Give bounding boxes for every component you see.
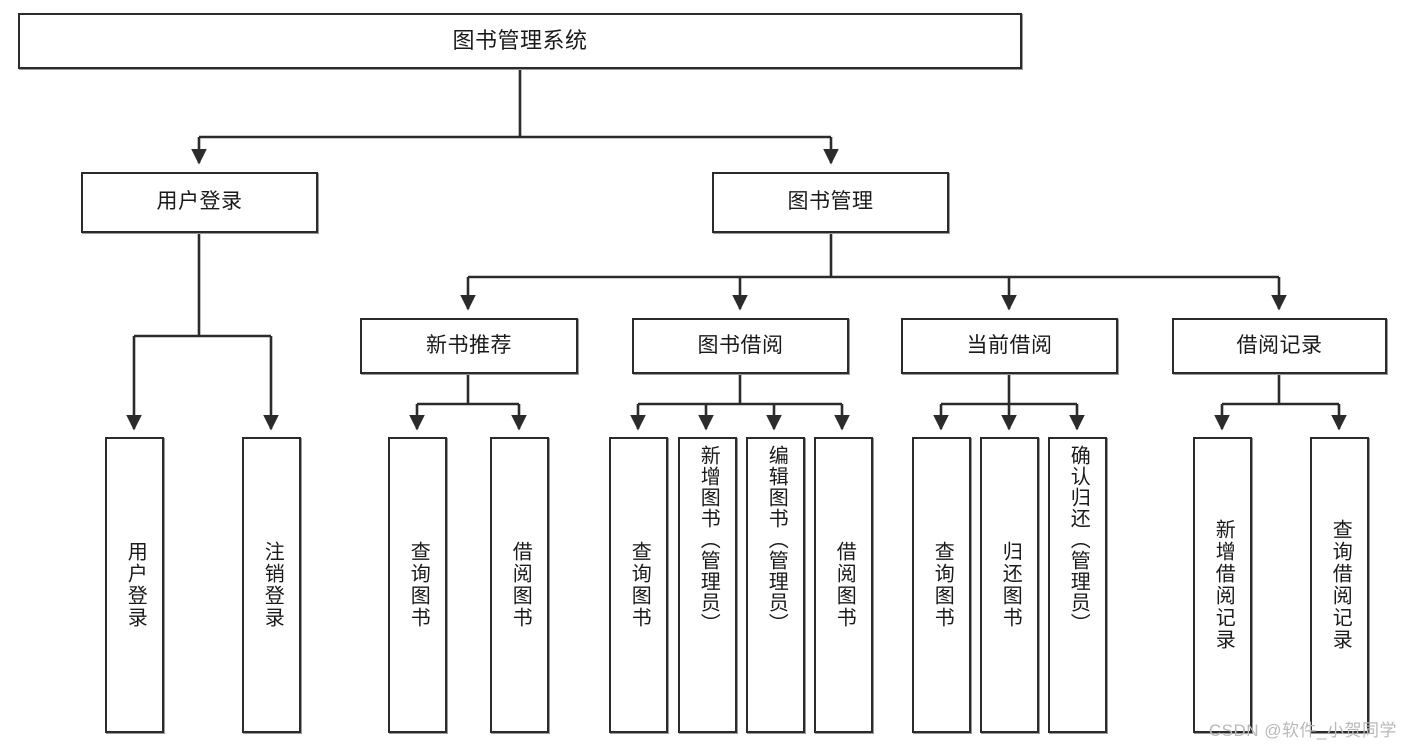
leaf-query-book-borrow[interactable]: 查询图书 [609, 437, 668, 733]
leaf-query-book-current[interactable]: 查询图书 [912, 437, 971, 733]
node-book-manage[interactable]: 图书管理 [712, 172, 949, 233]
node-book-borrow[interactable]: 图书借阅 [632, 318, 849, 374]
node-label: 归还图书 [999, 541, 1022, 629]
leaf-confirm-return[interactable]: 确认归还（管理员） [1048, 437, 1107, 733]
node-label: 图书管理系统 [452, 28, 588, 54]
node-label: 查询图书 [407, 541, 430, 629]
node-label: 新书推荐 [426, 333, 512, 357]
leaf-add-borrow-record[interactable]: 新增借阅记录 [1193, 437, 1252, 733]
leaf-add-book[interactable]: 新增图书（管理员） [678, 437, 737, 733]
leaf-edit-book[interactable]: 编辑图书（管理员） [746, 437, 805, 733]
node-borrow-record[interactable]: 借阅记录 [1172, 318, 1387, 374]
leaf-borrow-book[interactable]: 借阅图书 [814, 437, 873, 733]
node-label: 当前借阅 [966, 333, 1053, 357]
node-label: 用户登录 [124, 541, 147, 629]
node-label: 图书借阅 [697, 333, 784, 357]
node-label: 查询借阅记录 [1329, 519, 1352, 651]
node-label: 查询图书 [628, 541, 651, 629]
node-label: 用户登录 [156, 190, 243, 214]
leaf-logout-login[interactable]: 注销登录 [242, 437, 301, 733]
node-label: 确认归还（管理员） [1067, 445, 1090, 634]
leaf-borrow-book-recommend[interactable]: 借阅图书 [490, 437, 549, 733]
node-label: 查询图书 [931, 541, 954, 629]
leaf-query-book-recommend[interactable]: 查询图书 [388, 437, 447, 733]
node-label: 注销登录 [261, 541, 284, 629]
leaf-query-borrow-record[interactable]: 查询借阅记录 [1310, 437, 1369, 733]
node-label: 编辑图书（管理员） [765, 445, 788, 634]
node-root-system[interactable]: 图书管理系统 [18, 13, 1022, 69]
node-label: 借阅图书 [833, 541, 856, 629]
node-label: 借阅记录 [1236, 333, 1323, 357]
csdn-watermark: CSDN @软件_小贺同学 [1208, 721, 1397, 740]
node-label: 新增借阅记录 [1212, 519, 1235, 651]
node-current-borrow[interactable]: 当前借阅 [901, 318, 1118, 374]
node-new-book-recommend[interactable]: 新书推荐 [360, 318, 578, 374]
node-label: 图书管理 [787, 190, 874, 214]
node-label: 借阅图书 [509, 541, 532, 629]
leaf-user-login[interactable]: 用户登录 [105, 437, 164, 733]
node-user-login[interactable]: 用户登录 [81, 172, 318, 233]
leaf-return-book[interactable]: 归还图书 [980, 437, 1039, 733]
node-label: 新增图书（管理员） [697, 445, 720, 634]
